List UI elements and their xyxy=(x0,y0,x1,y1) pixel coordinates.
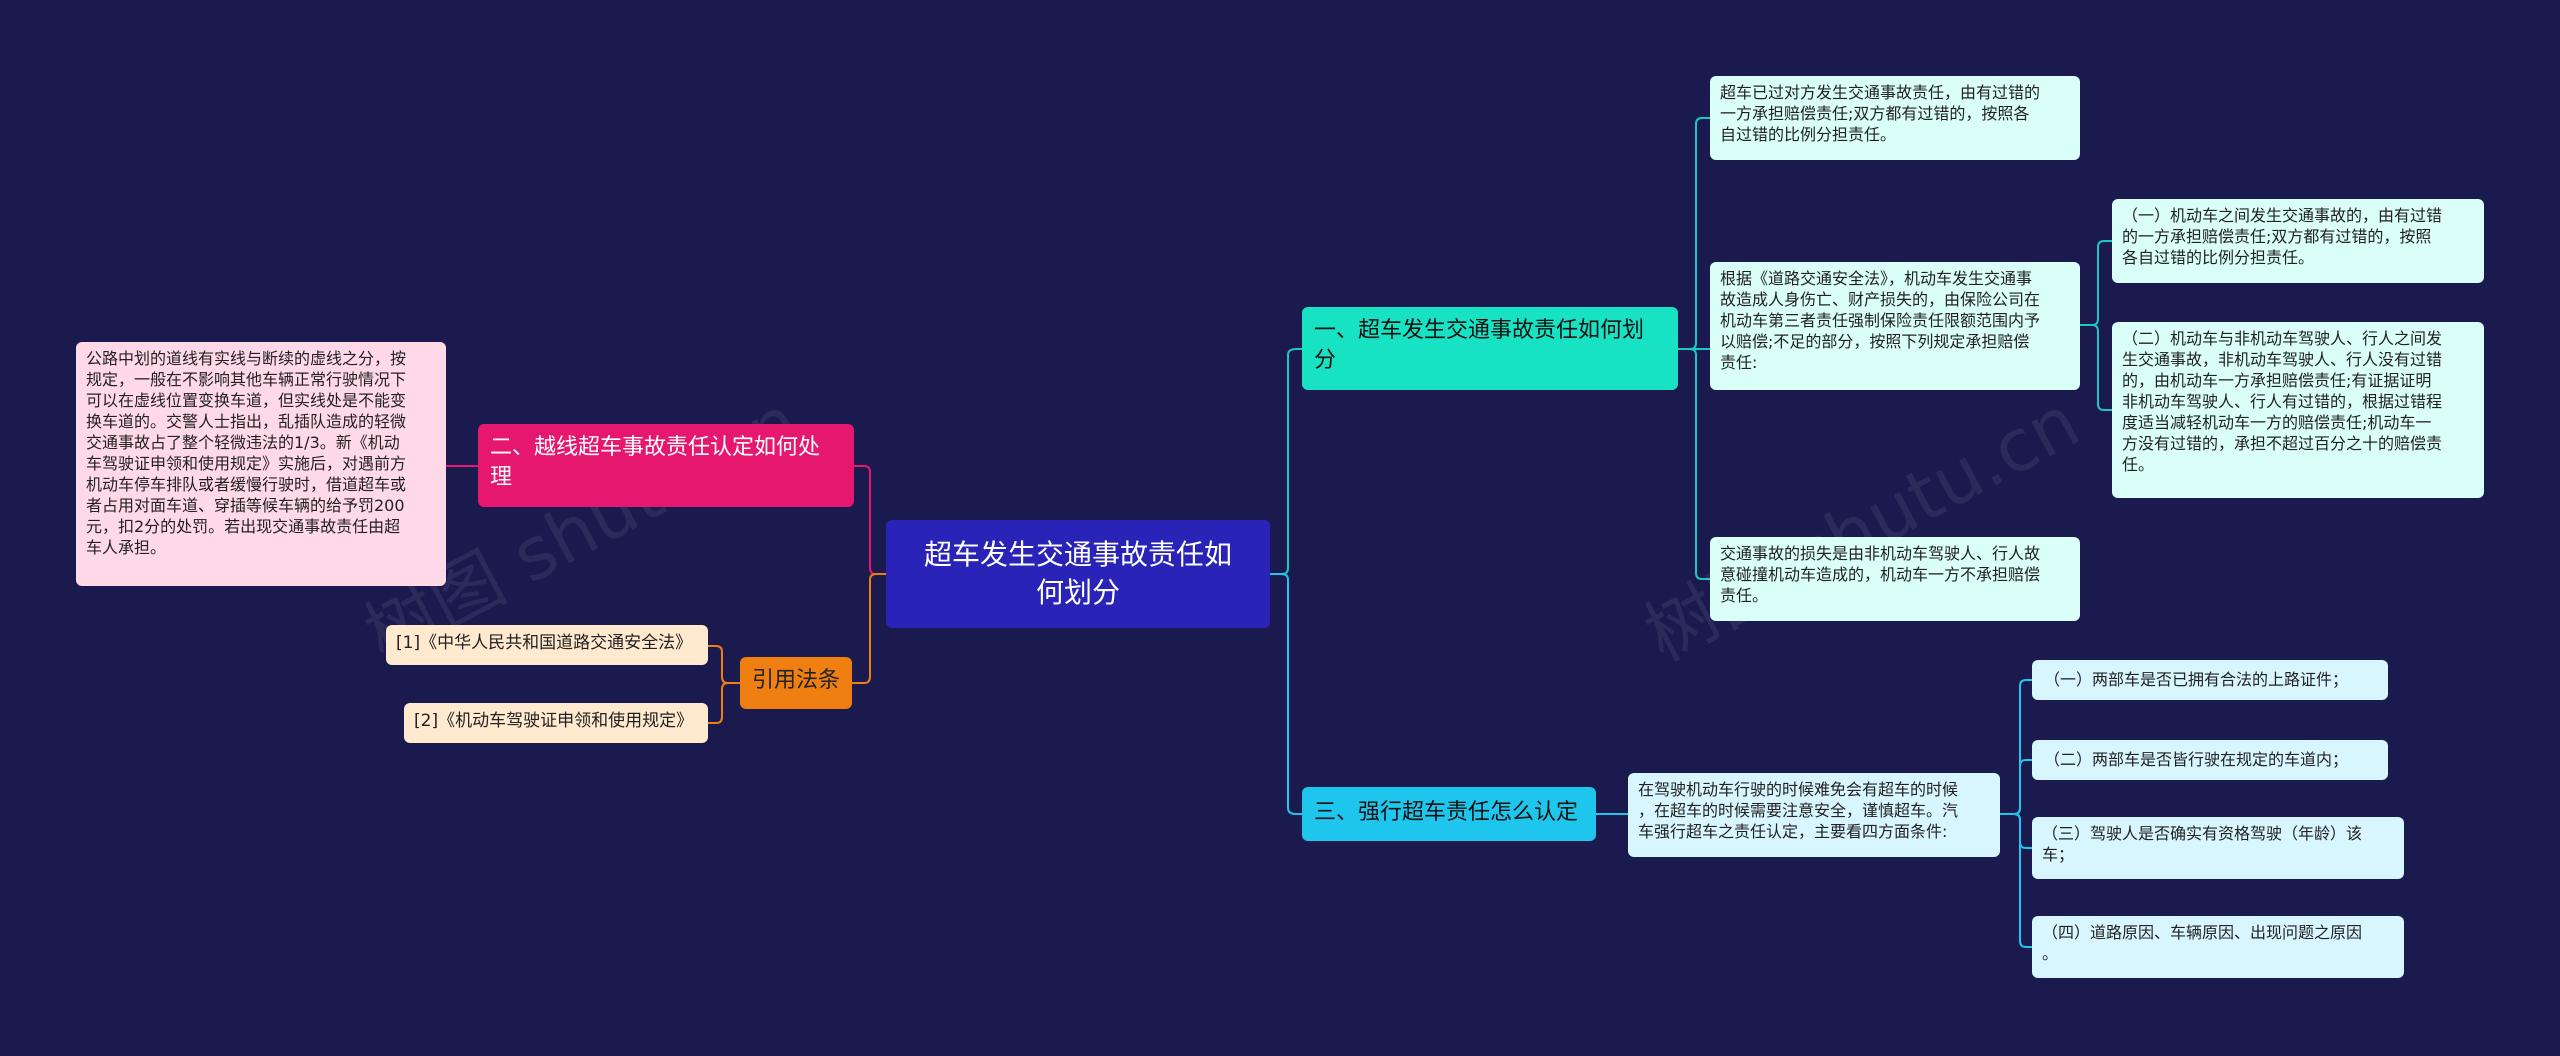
leaf-node[interactable]: 在驾驶机动车行驶的时候难免会有超车的时候 ，在超车的时候需要注意安全，谨慎超车。… xyxy=(1628,773,2000,857)
condition-text: （一）两部车是否已拥有合法的上路证件； xyxy=(2044,670,2349,689)
link-b4leaf-sub3 xyxy=(2000,813,2032,849)
leaf-text: 超车已过对方发生交通事故责任，由有过错的 一方承担赔偿责任;双方都有过错的，按照… xyxy=(1720,83,2041,144)
condition-item[interactable]: （二）两部车是否皆行驶在规定的车道内； xyxy=(2032,740,2388,780)
link-leaf2-sub1 xyxy=(2080,240,2112,326)
branch-forced-overtaking[interactable]: 三、强行超车责任怎么认定 xyxy=(1302,787,1596,841)
link-b4leaf-sub1 xyxy=(2000,679,2032,815)
link-root-branch4 xyxy=(1270,573,1302,815)
link-branch1-leaf1 xyxy=(1678,117,1710,350)
law-reference-item[interactable]: [1]《中华人民共和国道路交通安全法》 xyxy=(386,625,708,665)
law-reference-text: [1]《中华人民共和国道路交通安全法》 xyxy=(396,633,693,653)
leaf-text: （二）机动车与非机动车驾驶人、行人之间发 生交通事故，非机动车驾驶人、行人没有过… xyxy=(2122,329,2443,474)
link-branch1-leaf3 xyxy=(1678,348,1710,580)
leaf-node[interactable]: 根据《道路交通安全法》，机动车发生交通事 故造成人身伤亡、财产损失的，由保险公司… xyxy=(1710,262,2080,390)
branch-label: 三、强行超车责任怎么认定 xyxy=(1314,800,1579,825)
leaf-text: （一）机动车之间发生交通事故的，由有过错 的一方承担赔偿责任;双方都有过错的，按… xyxy=(2122,206,2443,267)
law-reference-text: [2]《机动车驾驶证申领和使用规定》 xyxy=(414,711,694,731)
branch-cited-laws[interactable]: 引用法条 xyxy=(740,657,852,709)
link-root-branch1 xyxy=(1270,348,1302,575)
leaf-text: 公路中划的道线有实线与断续的虚线之分，按 规定，一般在不影响其他车辆正常行驶情况… xyxy=(86,349,407,557)
condition-text: （二）两部车是否皆行驶在规定的车道内； xyxy=(2044,750,2349,769)
root-topic-label: 超车发生交通事故责任如 何划分 xyxy=(923,538,1232,609)
law-reference-item[interactable]: [2]《机动车驾驶证申领和使用规定》 xyxy=(404,703,708,743)
branch-label: 二、越线超车事故责任认定如何处 理 xyxy=(490,435,821,490)
leaf-text: 交通事故的损失是由非机动车驾驶人、行人故 意碰撞机动车造成的，机动车一方不承担赔… xyxy=(1720,544,2041,605)
condition-text: （四）道路原因、车辆原因、出现问题之原因 。 xyxy=(2042,923,2363,963)
branch-cross-line-overtaking[interactable]: 二、越线超车事故责任认定如何处 理 xyxy=(478,424,854,507)
leaf-text: 在驾驶机动车行驶的时候难免会有超车的时候 ，在超车的时候需要注意安全，谨慎超车。… xyxy=(1638,780,1959,841)
link-branch3-leaf1 xyxy=(708,645,740,684)
leaf-node[interactable]: 公路中划的道线有实线与断续的虚线之分，按 规定，一般在不影响其他车辆正常行驶情况… xyxy=(76,342,446,586)
branch-label: 一、超车发生交通事故责任如何划 分 xyxy=(1314,318,1645,373)
sub-leaf-node[interactable]: （二）机动车与非机动车驾驶人、行人之间发 生交通事故，非机动车驾驶人、行人没有过… xyxy=(2112,322,2484,498)
link-leaf2-sub2 xyxy=(2080,324,2112,411)
condition-item[interactable]: （一）两部车是否已拥有合法的上路证件； xyxy=(2032,660,2388,700)
link-branch3-leaf2 xyxy=(708,682,740,724)
root-topic[interactable]: 超车发生交通事故责任如 何划分 xyxy=(886,520,1270,628)
condition-item[interactable]: （四）道路原因、车辆原因、出现问题之原因 。 xyxy=(2032,916,2404,978)
link-root-branch3 xyxy=(852,573,886,684)
sub-leaf-node[interactable]: （一）机动车之间发生交通事故的，由有过错 的一方承担赔偿责任;双方都有过错的，按… xyxy=(2112,199,2484,283)
link-root-branch2 xyxy=(854,465,886,575)
link-b4leaf-sub2 xyxy=(2000,759,2032,815)
branch-label: 引用法条 xyxy=(751,668,840,693)
condition-item[interactable]: （三）驾驶人是否确实有资格驾驶（年龄）该 车； xyxy=(2032,817,2404,879)
leaf-text: 根据《道路交通安全法》，机动车发生交通事 故造成人身伤亡、财产损失的，由保险公司… xyxy=(1720,269,2041,372)
link-b4leaf-sub4 xyxy=(2000,813,2032,948)
leaf-node[interactable]: 超车已过对方发生交通事故责任，由有过错的 一方承担赔偿责任;双方都有过错的，按照… xyxy=(1710,76,2080,160)
branch-responsibility-division[interactable]: 一、超车发生交通事故责任如何划 分 xyxy=(1302,307,1678,390)
condition-text: （三）驾驶人是否确实有资格驾驶（年龄）该 车； xyxy=(2042,824,2363,864)
leaf-node[interactable]: 交通事故的损失是由非机动车驾驶人、行人故 意碰撞机动车造成的，机动车一方不承担赔… xyxy=(1710,537,2080,621)
